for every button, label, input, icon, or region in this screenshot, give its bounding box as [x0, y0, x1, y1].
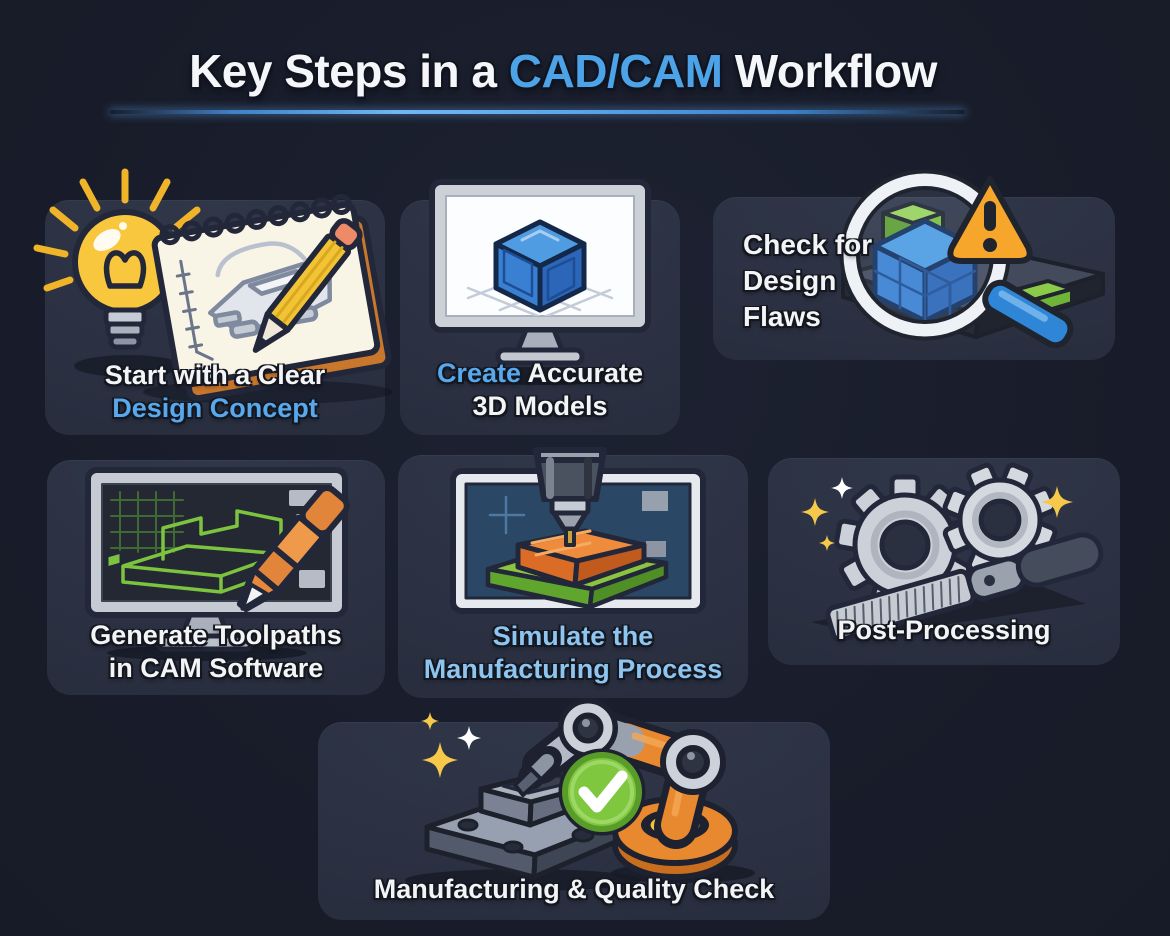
- caption-line: Start with a Clear: [104, 360, 326, 390]
- title-underline: [110, 110, 965, 114]
- card-caption: Check for Design Flaws: [743, 227, 872, 335]
- caption-line: Manufacturing Process: [423, 654, 723, 684]
- caption-line: Design: [743, 265, 837, 296]
- card-quality-check: Manufacturing & Quality Check: [318, 698, 830, 920]
- card-design-concept: Start with a Clear Design Concept: [33, 168, 393, 435]
- page-title: Key Steps in a CAD/CAM Workflow: [0, 44, 1148, 98]
- card-caption: Create Accurate 3D Models: [400, 357, 680, 423]
- card-caption: Simulate the Manufacturing Process: [398, 620, 748, 686]
- caption-line: Manufacturing & Quality Check: [373, 874, 775, 904]
- caption-line: Create Accurate: [436, 358, 644, 388]
- card-caption: Manufacturing & Quality Check: [318, 873, 830, 906]
- card-3d-models: Create Accurate 3D Models: [400, 179, 680, 435]
- caption-line: Post-Processing: [837, 615, 1051, 645]
- caption-line: Flaws: [743, 301, 821, 332]
- card-post-processing: Post-Processing: [768, 458, 1120, 665]
- caption-line: 3D Models: [472, 391, 608, 421]
- title-suffix: Workflow: [734, 45, 938, 97]
- caption-line: Design Concept: [112, 393, 318, 423]
- caption-line: Simulate the: [492, 621, 654, 651]
- robot-arm-check-icon: [405, 698, 755, 891]
- caption-line: in CAM Software: [108, 653, 324, 683]
- caption-line: Generate Toolpaths: [90, 620, 342, 650]
- card-toolpaths: Generate Toolpaths in CAM Software: [47, 460, 385, 695]
- card-caption: Post-Processing: [768, 614, 1120, 647]
- card-simulate: Simulate the Manufacturing Process: [398, 447, 748, 698]
- caption-line: Check for: [743, 229, 873, 260]
- title-accent: CAD/CAM: [508, 45, 723, 97]
- card-caption: Start with a Clear Design Concept: [45, 359, 385, 425]
- card-design-flaws: Check for Design Flaws: [713, 169, 1115, 360]
- title-prefix: Key Steps in a: [189, 45, 497, 97]
- card-caption: Generate Toolpaths in CAM Software: [47, 619, 385, 685]
